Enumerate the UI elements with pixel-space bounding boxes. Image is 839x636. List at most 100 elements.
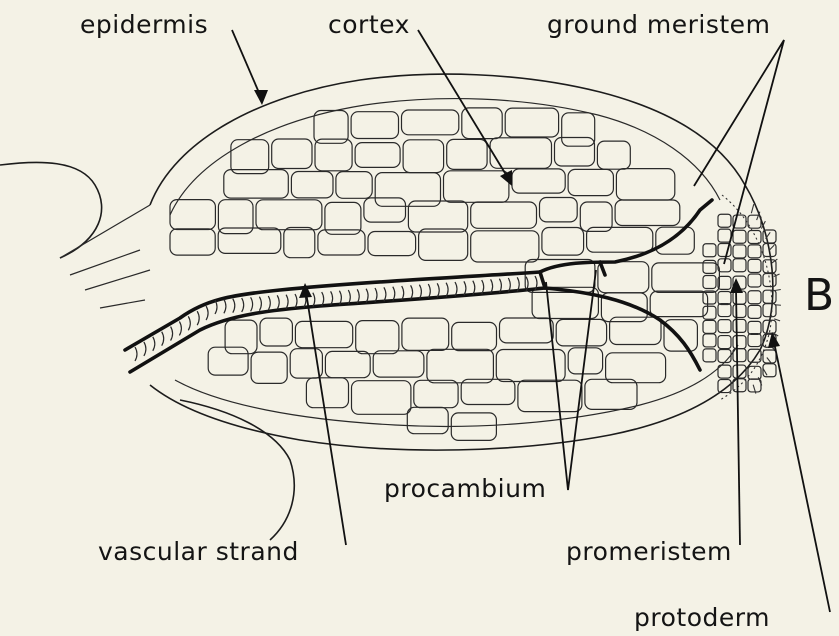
cortex-cell [336, 172, 372, 199]
vascular-strand-label: vascular strand [98, 537, 299, 566]
cortex-cell [260, 318, 292, 346]
xylem-mark [135, 347, 137, 361]
protoderm-tick [775, 290, 781, 291]
xylem-mark [411, 285, 413, 299]
cortex-cell [556, 319, 606, 346]
cortex-cell [208, 347, 248, 375]
xylem-mark [286, 295, 288, 309]
cortex-cell [585, 379, 637, 409]
lower-epidermis-layer [175, 345, 738, 426]
meristem-cell [748, 321, 761, 334]
cortex-leader [418, 30, 508, 178]
xylem-mark [224, 299, 226, 313]
cortex-cell [356, 321, 399, 354]
xylem-mark [277, 295, 279, 309]
lower-tissue-outline [180, 400, 294, 540]
promeristem-cells [703, 214, 776, 392]
cortex-cell [414, 380, 458, 407]
cortex-cell [225, 320, 257, 354]
cortex-cell [272, 139, 312, 169]
cortex-cell [606, 353, 666, 383]
cortex-cell [650, 291, 707, 317]
xylem-mark [455, 282, 457, 296]
cortex-cell [512, 169, 565, 193]
xylem-mark [464, 281, 466, 295]
cortex-cell [231, 140, 269, 174]
meristem-cell [748, 245, 761, 258]
xylem-mark [233, 299, 235, 313]
cortex-cell [407, 407, 448, 433]
xylem-mark [144, 342, 146, 356]
xylem-mark [331, 291, 333, 305]
xylem-mark [171, 327, 173, 341]
xylem-mark [268, 296, 270, 310]
meristem-cell [763, 364, 776, 377]
cortex-cell [500, 318, 554, 343]
xylem-mark [375, 288, 377, 302]
ground-meristem-label: ground meristem [547, 10, 770, 39]
xylem-mark [197, 311, 199, 325]
meristem-cell [703, 320, 716, 333]
meristem-cell [733, 245, 746, 258]
meristem-cell [733, 230, 746, 243]
procambium-label: procambium [384, 474, 546, 503]
procambium-upper-line [540, 200, 712, 272]
left-tissue-lines [60, 205, 150, 308]
cortex-cell [170, 229, 215, 255]
cortex-cell [408, 201, 467, 232]
xylem-mark [419, 285, 421, 299]
meristem-cell [748, 291, 761, 304]
cortex-cell [368, 232, 416, 256]
xylem-mark [428, 284, 430, 298]
cortex-cell [355, 143, 400, 168]
cortex-cell [562, 113, 595, 146]
meristem-cell [748, 274, 761, 287]
cortex-cell [427, 349, 494, 383]
cortex-cell [597, 141, 630, 169]
vascular-strand-arrow [299, 283, 312, 298]
stem-outline [0, 162, 102, 258]
promeristem-arrow [730, 278, 743, 293]
meristem-cell [718, 320, 731, 333]
xylem-mark [366, 289, 368, 303]
xylem-mark [179, 321, 181, 335]
cortex-cell [218, 228, 281, 253]
protoderm-label: protoderm [634, 603, 770, 632]
xylem-mark [206, 306, 208, 320]
cortex-cell-network [170, 108, 719, 441]
cortex-cell [373, 351, 424, 377]
epidermis-arrow [254, 90, 268, 105]
cortex-cell [452, 322, 497, 350]
cortex-cell [314, 111, 348, 144]
meristem-cell [703, 276, 716, 289]
xylem-mark [473, 281, 475, 295]
meristem-cell [718, 304, 731, 317]
promeristem-label: promeristem [566, 537, 732, 566]
cortex-cell [402, 318, 449, 350]
cortex-cell [656, 227, 695, 254]
meristem-cell [733, 259, 746, 272]
meristem-cell [733, 304, 746, 317]
meristem-cell [733, 319, 746, 332]
cortex-cell [325, 351, 370, 377]
cortex-cell [505, 108, 558, 137]
xylem-mark [348, 290, 350, 304]
cortex-cell [447, 139, 487, 169]
epidermis-leader [232, 30, 260, 95]
cortex-cell [616, 169, 674, 200]
cortex-cell [568, 169, 613, 195]
meristem-cell [718, 214, 731, 227]
vascular-strand-leader [306, 292, 346, 545]
cortex-cell [256, 200, 322, 230]
meristem-cell [718, 229, 731, 242]
protoderm-leader [774, 342, 830, 612]
meristem-cell [703, 349, 716, 362]
xylem-mark [162, 332, 164, 346]
meristem-cell [703, 334, 716, 347]
protoderm-tick [769, 245, 774, 250]
cortex-cell [352, 381, 411, 415]
xylem-mark [322, 292, 324, 306]
cortex-cell [402, 110, 459, 135]
cortex-cell [471, 231, 539, 262]
cortex-cell [251, 352, 287, 383]
